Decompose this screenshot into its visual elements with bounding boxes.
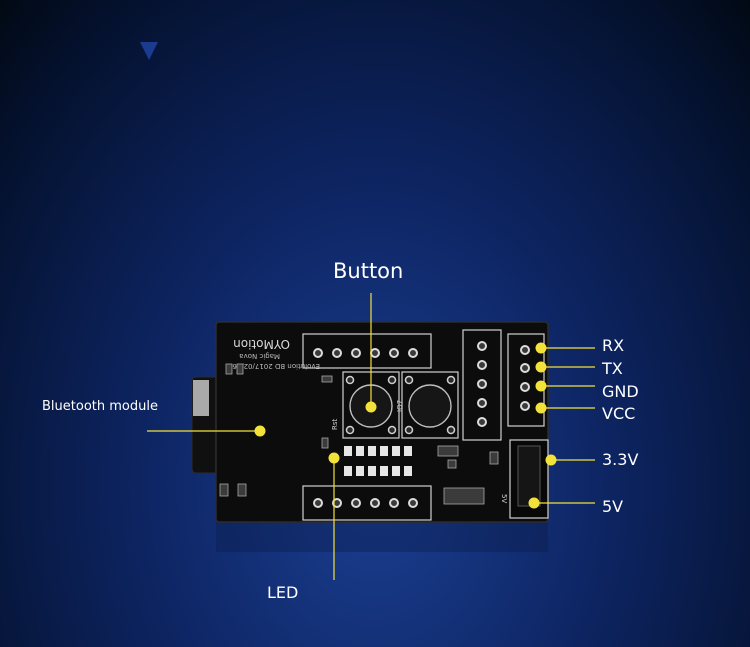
right-header-pins xyxy=(477,341,487,427)
io-button-frame xyxy=(401,371,459,439)
bottom-pin-header xyxy=(302,485,432,521)
label-led: LED xyxy=(267,583,299,602)
top-header-pins xyxy=(313,348,418,358)
board-reflection xyxy=(216,522,548,552)
label-3v3: 3.3V xyxy=(602,450,639,469)
bottom-header-pins xyxy=(313,498,418,508)
led-array xyxy=(344,446,412,476)
label-5v: 5V xyxy=(602,497,624,516)
top-pin-header xyxy=(302,333,432,369)
voltage-jumper xyxy=(517,445,541,507)
callout-dots xyxy=(254,342,557,509)
label-gnd: GND xyxy=(602,382,639,401)
silk-5v: 5V xyxy=(500,494,508,503)
silk-io7: IO7 xyxy=(396,400,404,412)
silk-rev: Evolution BD 2017/02/16 xyxy=(232,362,320,370)
silk-name: Magic Nova xyxy=(239,352,280,360)
smd-components xyxy=(219,363,499,505)
callout-lines xyxy=(147,293,595,580)
right-vertical-header xyxy=(462,329,502,441)
label-vcc: VCC xyxy=(602,404,636,423)
label-bluetooth: Bluetooth module xyxy=(42,399,158,414)
label-tx: TX xyxy=(602,359,623,378)
label-rx: RX xyxy=(602,336,625,355)
uart-header xyxy=(507,333,545,427)
io-button xyxy=(408,384,452,428)
label-button: Button xyxy=(333,259,404,283)
uart-pins xyxy=(520,345,530,411)
silk-brand: OYMotion xyxy=(233,337,290,351)
top-triangle-icon xyxy=(140,42,158,60)
silk-rst: Rst xyxy=(331,418,339,430)
bluetooth-antenna xyxy=(193,380,209,416)
